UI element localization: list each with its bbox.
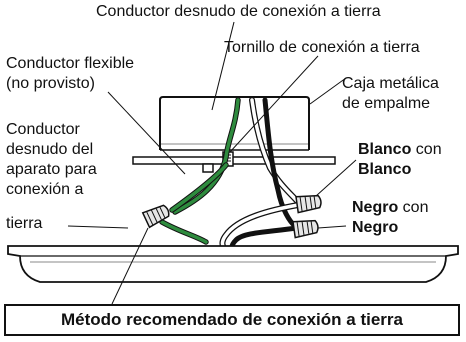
fixture-canopy (7, 245, 459, 283)
label-ground-screw: Tornillo de conexión a tierra (224, 39, 420, 56)
wire-nut-white-icon (295, 194, 322, 214)
mounting-bar (132, 156, 336, 173)
label-fixture-ground-5: tierra (6, 215, 43, 232)
wire-nut-ground-icon (141, 204, 170, 229)
caption-title: Método recomendado de conexión a tierra (61, 310, 403, 329)
wire-nut-black-icon (292, 219, 319, 239)
label-flex-wire-1: Conductor flexible (6, 55, 135, 72)
fixture-black-wire (229, 225, 299, 250)
label-bare-ground-wire: Conductor desnudo de conexión a tierra (96, 3, 381, 20)
label-junction-box-1: Caja metálica (342, 75, 439, 92)
label-fixture-ground-4: conexión a (6, 181, 84, 198)
caption-box: Método recomendado de conexión a tierra (4, 304, 460, 336)
label-black-a: Negro (352, 199, 399, 216)
label-black-con: con (398, 199, 429, 216)
label-fixture-ground-3: aparato para (6, 161, 97, 178)
label-white-a: Blanco (358, 141, 412, 158)
label-black-with-black-1: Negro con (352, 198, 428, 217)
label-junction-box-2: de empalme (342, 95, 431, 112)
label-black-with-black-2: Negro (352, 219, 399, 236)
label-white-with-white-2: Blanco (358, 161, 412, 178)
label-flex-wire-2: (no provisto) (6, 75, 95, 92)
supply-black-wire (262, 97, 298, 229)
label-white-con: con (411, 141, 442, 158)
label-fixture-ground-1: Conductor (6, 121, 80, 138)
leader-lines (67, 21, 357, 305)
label-white-with-white-1: Blanco con (358, 140, 442, 159)
label-fixture-ground-2: desnudo del (6, 141, 94, 158)
